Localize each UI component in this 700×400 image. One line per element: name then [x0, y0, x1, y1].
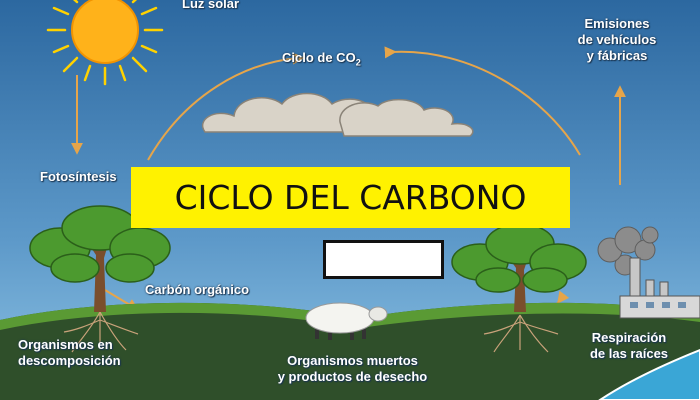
label-respiracion: Respiración de las raíces [589, 330, 669, 361]
label-emisiones: Emisiones de vehículos y fábricas [577, 16, 657, 63]
factory-icon [619, 257, 700, 319]
sun-icon [46, 0, 164, 86]
label-luz-solar: Luz solar [182, 0, 240, 11]
smoke-icon [597, 226, 659, 276]
label-organismos-descomposicion: Organismos en descomposición [18, 337, 121, 368]
ground [0, 302, 700, 400]
label-carbon-organico: Carbón orgánico [145, 282, 250, 297]
roots-right [483, 314, 559, 353]
roots-left [63, 311, 139, 353]
sheep-icon [305, 302, 388, 340]
blank-box [323, 240, 444, 279]
label-organismos-muertos: Organismos muertos y productos de desech… [277, 353, 428, 384]
tree-icon [29, 205, 171, 312]
label-fotosintesis: Fotosíntesis [40, 169, 117, 184]
tree-icon-right [451, 223, 587, 312]
title-banner: CICLO DEL CARBONO [131, 167, 570, 228]
cloud-icon [202, 92, 474, 137]
page-title: CICLO DEL CARBONO [174, 178, 527, 217]
label-ciclo-co2: Ciclo de CO2 [282, 50, 361, 68]
